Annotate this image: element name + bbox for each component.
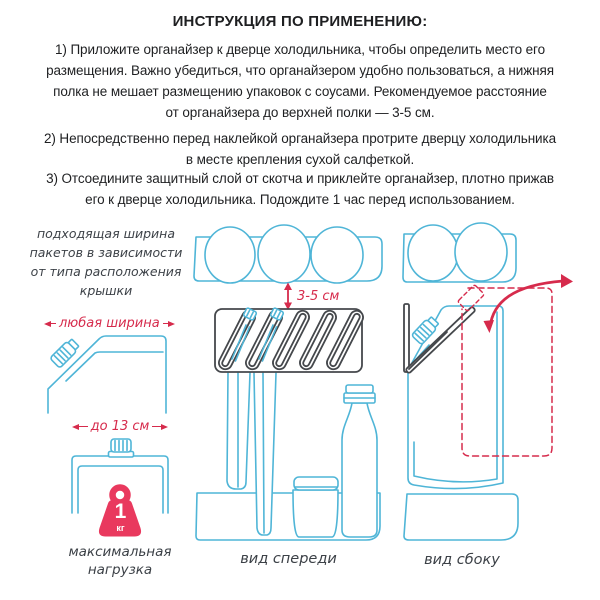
dimension-line [162,323,169,324]
arrow-right-icon [161,423,169,430]
any-width-dimension: любая ширина [44,316,175,331]
max-width-label: до 13 см [90,419,150,434]
pouch-cap-icon [411,316,439,345]
hanging-pouches-front [226,372,277,536]
page-title: ИНСТРУКЦИЯ ПО ПРИМЕНЕНИЮ: [172,13,428,30]
weight-icon [98,484,142,537]
center-cap-pouch-drawing [71,438,169,514]
weight-unit: кг [116,523,125,533]
dimension-line [78,426,88,427]
front-view-label: вид спереди [240,551,337,567]
gap-arrow-icon [284,282,292,310]
pouch-cap-icon [50,338,80,368]
instruction-step-2: 2) Непосредственно перед наклейкой орган… [43,131,557,167]
arrow-left-icon [44,320,51,327]
dimension-line [50,323,56,324]
upper-shelf-eggs-side [402,222,517,283]
gap-label: 3-5 см [297,289,340,304]
side-view-label: вид сбоку [424,552,500,568]
dimension-line [152,426,163,427]
dashed-pouch-position [457,284,553,457]
bottle-drawing [341,384,378,538]
instruction-step-3: 3) Отсоедините защитный слой от скотча и… [46,171,554,207]
lower-shelf-side [403,493,519,541]
pouch-width-note: подходящая ширина пакетов в зависимости … [29,226,183,298]
weight-value: 1 [114,500,127,523]
instruction-step-1: 1) Приложите органайзер к дверце холодил… [46,42,554,120]
organizer-front-drawing [214,307,364,373]
corner-cap-pouch-drawing [47,335,167,414]
any-width-label: любая ширина [59,316,160,331]
insert-arrow-icon [483,274,573,333]
upper-shelf-eggs-front [193,224,383,284]
organizer-side-drawing [403,303,476,374]
max-width-dimension: до 13 см [72,419,169,434]
arrow-right-icon [167,320,175,327]
pouches-in-slots [231,307,285,362]
pouch-cap-icon [107,438,135,458]
pouch-side-drawing [407,305,504,490]
jar-drawing [292,476,339,538]
arrow-left-icon [72,423,79,430]
max-load-label: максимальная нагрузка [68,544,172,578]
